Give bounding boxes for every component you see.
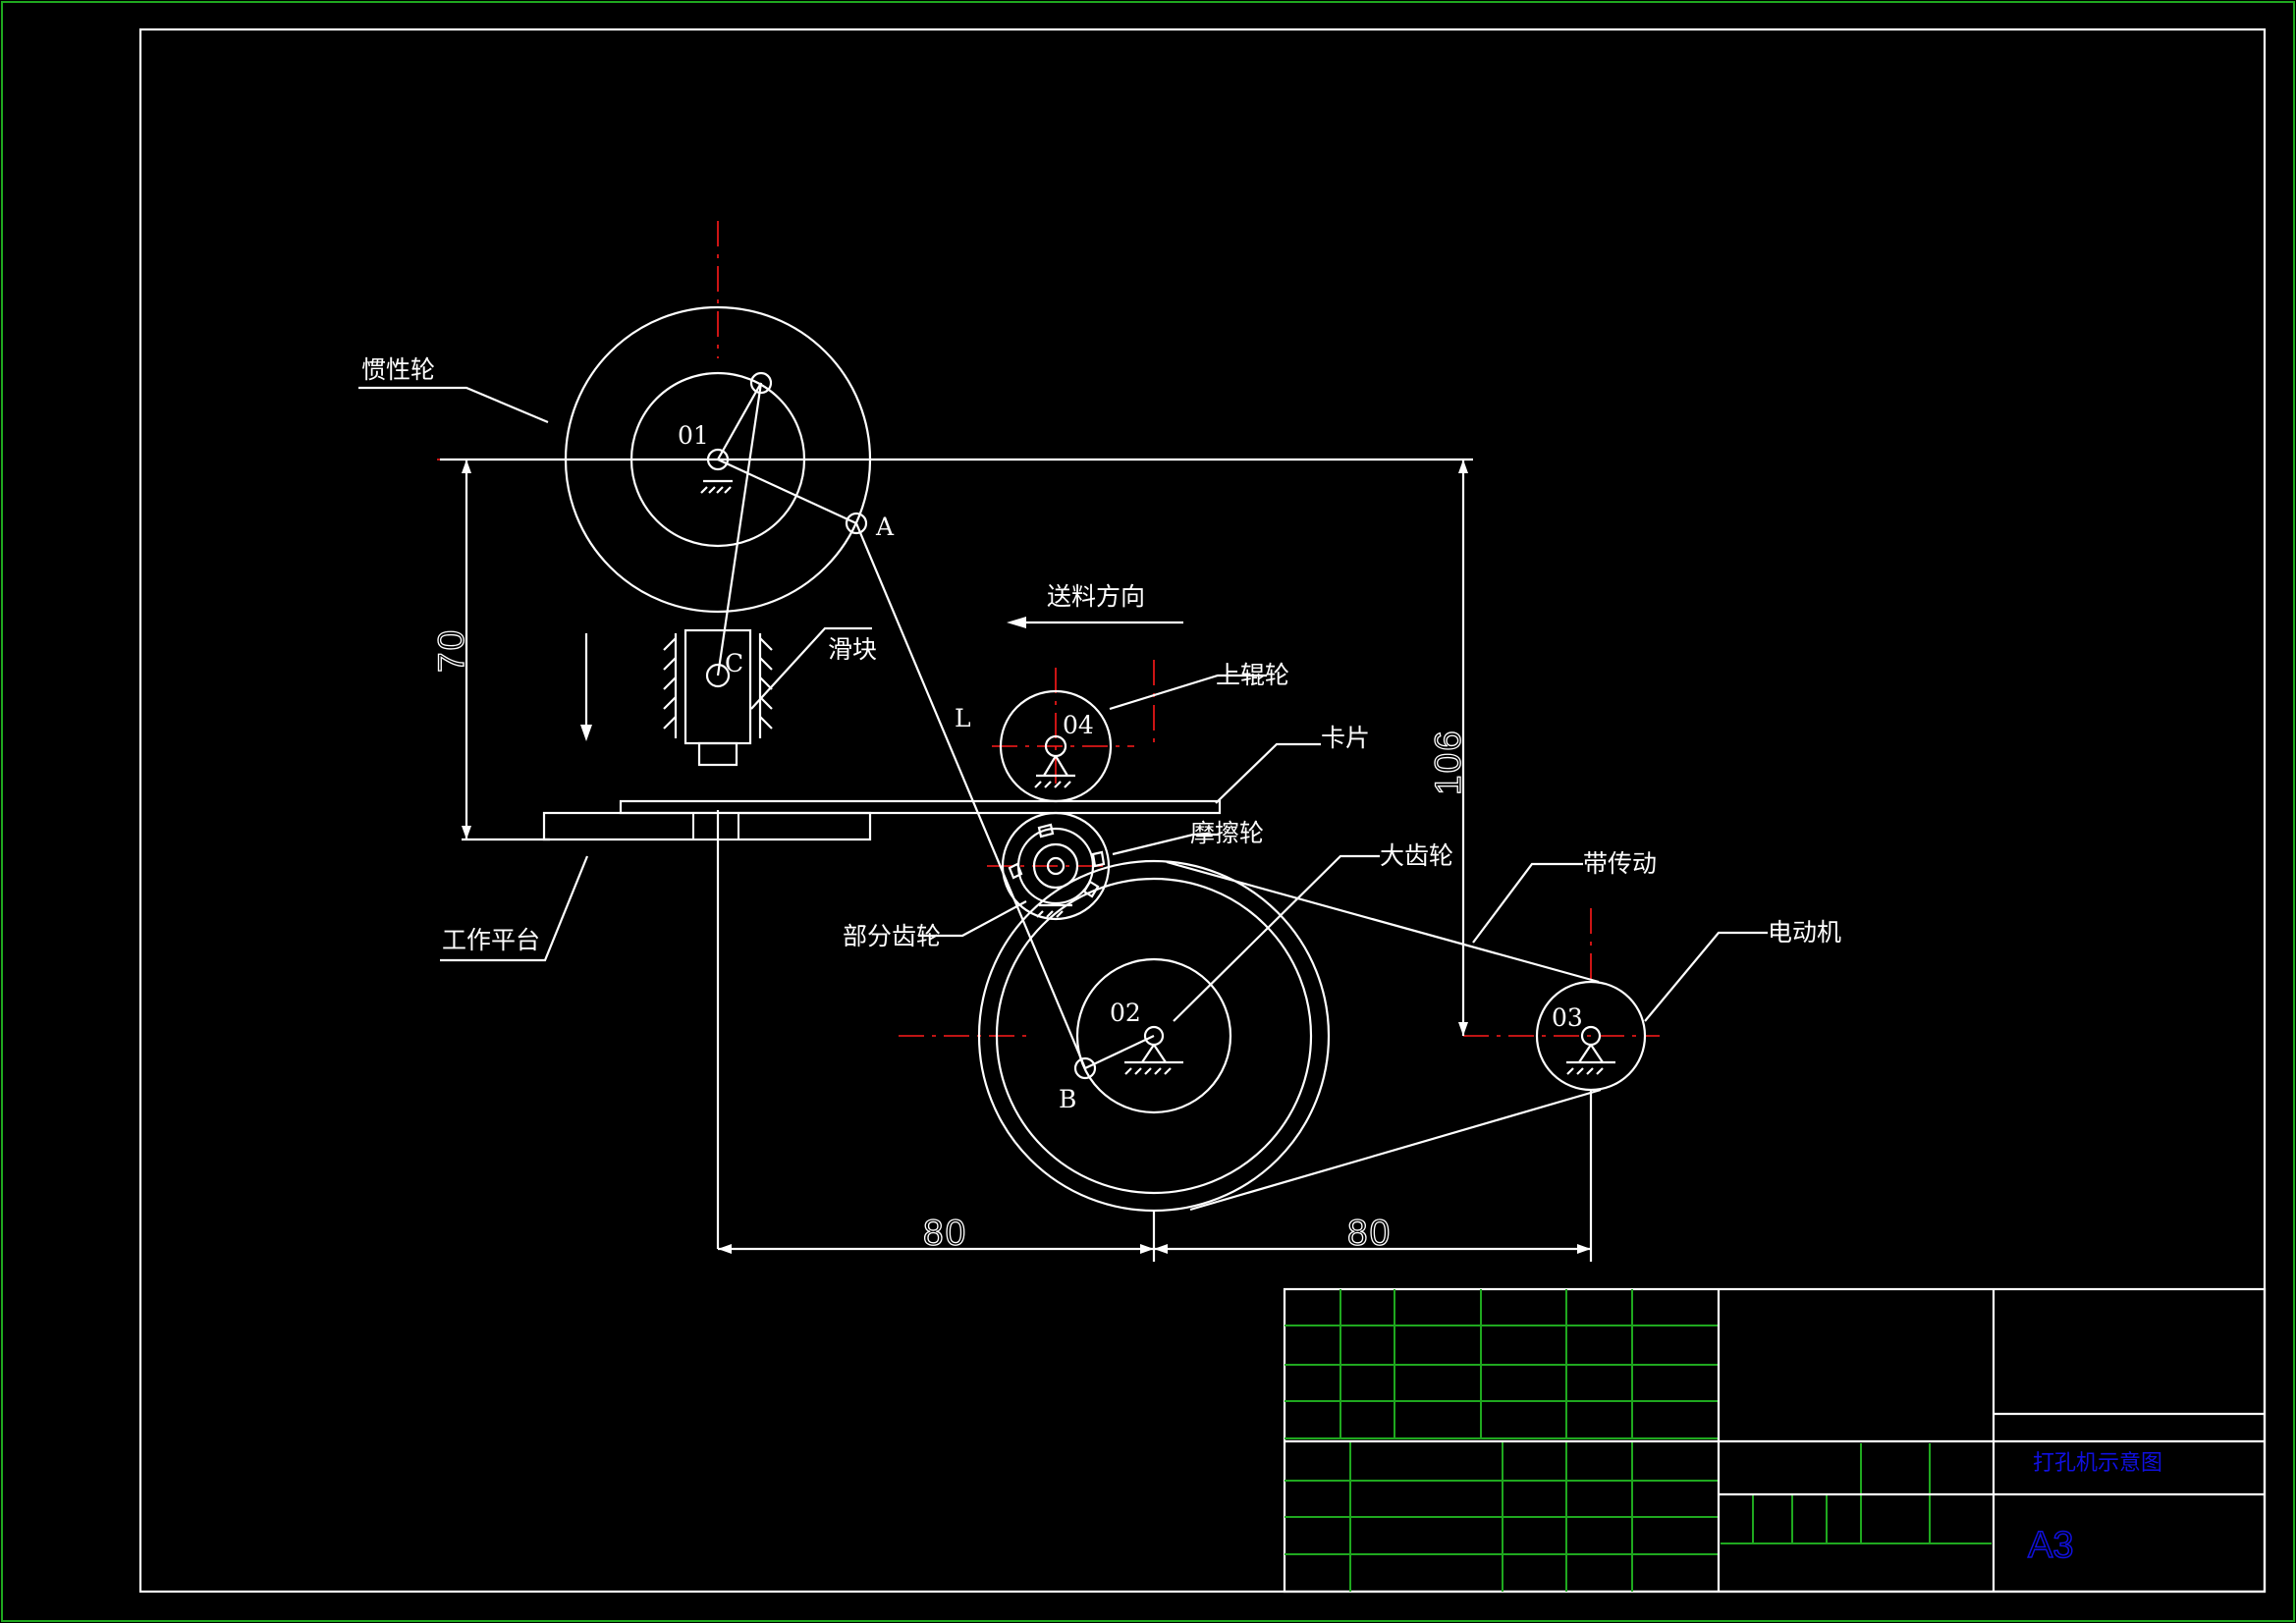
label-slider: 滑块 xyxy=(828,635,877,664)
sheet-size: A3 xyxy=(2028,1525,2073,1566)
dim-80-right: 80 xyxy=(1347,1213,1392,1253)
joint-a xyxy=(845,512,868,535)
dimension-values: 70 106 80 80 xyxy=(430,627,1468,1253)
large-gear xyxy=(977,859,1331,1213)
label-o1: 01 xyxy=(678,421,709,450)
crank-pin-top xyxy=(749,371,773,395)
label-point-c: C xyxy=(725,649,743,677)
component-labels: 惯性轮 滑块 送料方向 上辊轮 卡片 摩擦轮 大齿轮 带传动 电动机 工作平台 … xyxy=(361,355,1841,1113)
label-feed-direction: 送料方向 xyxy=(1047,582,1145,611)
label-link-l: L xyxy=(955,704,971,732)
label-point-a: A xyxy=(875,513,895,541)
label-friction-wheel: 摩擦轮 xyxy=(1190,819,1264,847)
label-upper-roller: 上辊轮 xyxy=(1216,661,1289,689)
label-card: 卡片 xyxy=(1321,724,1370,752)
dim-106: 106 xyxy=(1428,729,1468,795)
label-motor: 电动机 xyxy=(1768,918,1841,947)
dimension-lines xyxy=(440,458,1593,1262)
upper-roller xyxy=(999,689,1113,803)
feed-direction-arrow xyxy=(1007,617,1183,628)
card-strip xyxy=(619,799,1222,815)
drawing-frame xyxy=(138,27,2267,1594)
label-work-platform: 工作平台 xyxy=(442,926,540,954)
label-o3: 03 xyxy=(1552,1003,1583,1032)
slider-block xyxy=(580,628,773,767)
label-partial-gear: 部分齿轮 xyxy=(843,922,941,950)
work-platform xyxy=(542,799,1222,1249)
label-large-gear: 大齿轮 xyxy=(1380,841,1453,870)
label-point-b: B xyxy=(1059,1085,1076,1113)
dim-70: 70 xyxy=(431,628,471,673)
label-belt-drive: 带传动 xyxy=(1583,849,1657,878)
linkages xyxy=(716,382,1155,1080)
label-o2: 02 xyxy=(1110,999,1141,1027)
title-block: 打孔机示意图 A3 xyxy=(1283,1287,2267,1594)
drawing-name: 打孔机示意图 xyxy=(2033,1451,2162,1476)
label-inertia-wheel: 惯性轮 xyxy=(361,355,435,384)
drive-belt xyxy=(1166,860,1602,1212)
joint-b xyxy=(1073,1056,1097,1080)
leader-lines xyxy=(358,386,1768,1022)
dim-80-left: 80 xyxy=(923,1213,967,1253)
label-o4: 04 xyxy=(1063,711,1094,739)
